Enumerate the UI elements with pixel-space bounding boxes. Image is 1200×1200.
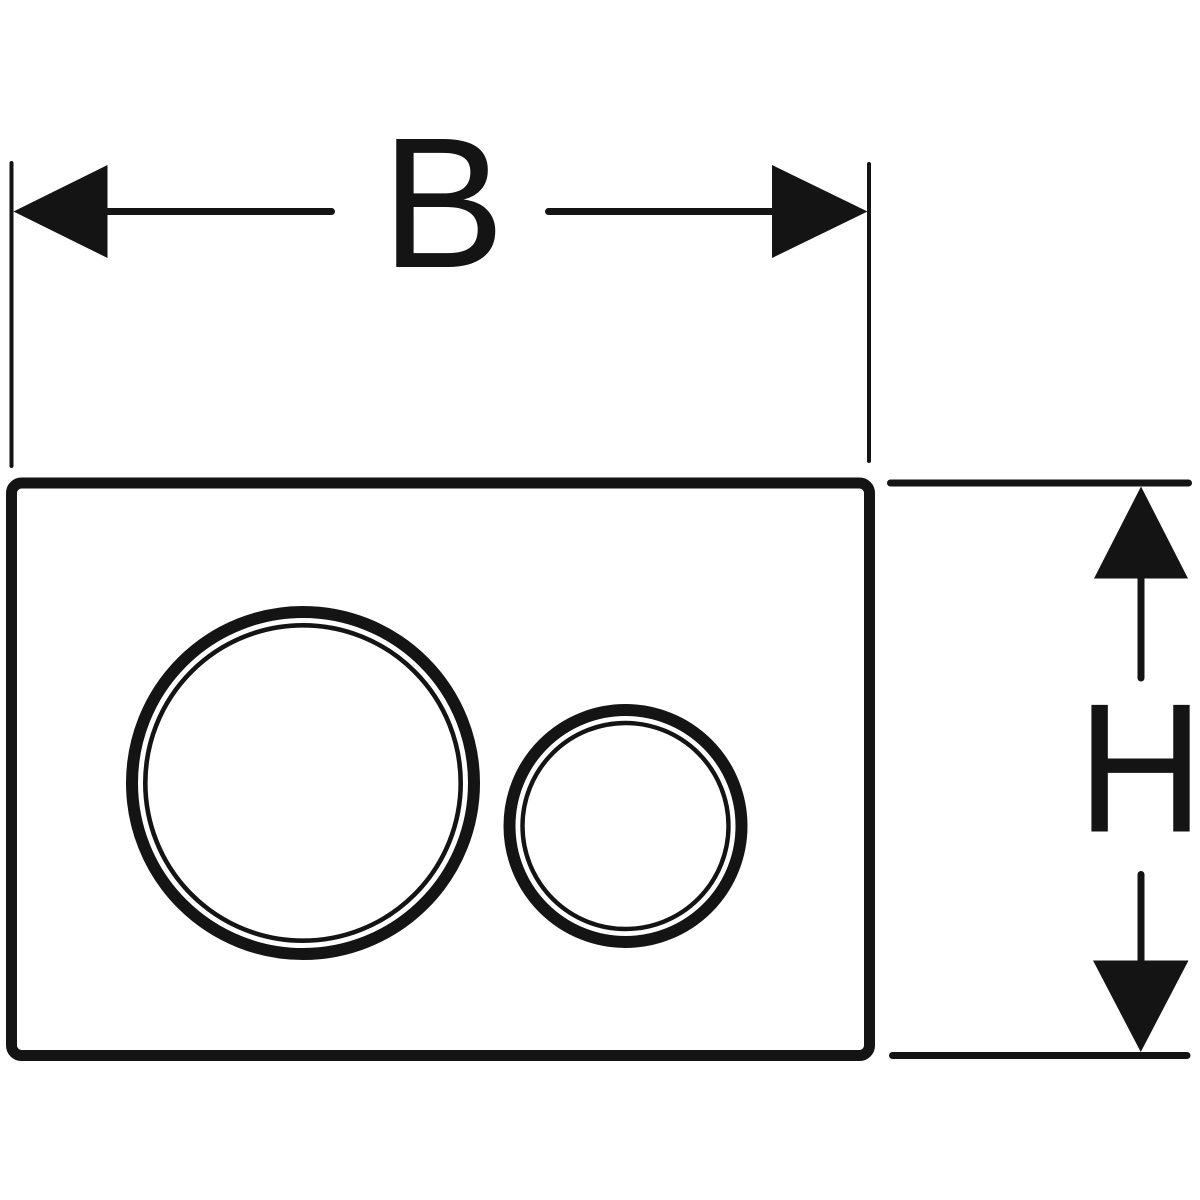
svg-text:B: B [381, 100, 505, 307]
svg-text:H: H [1077, 665, 1200, 871]
